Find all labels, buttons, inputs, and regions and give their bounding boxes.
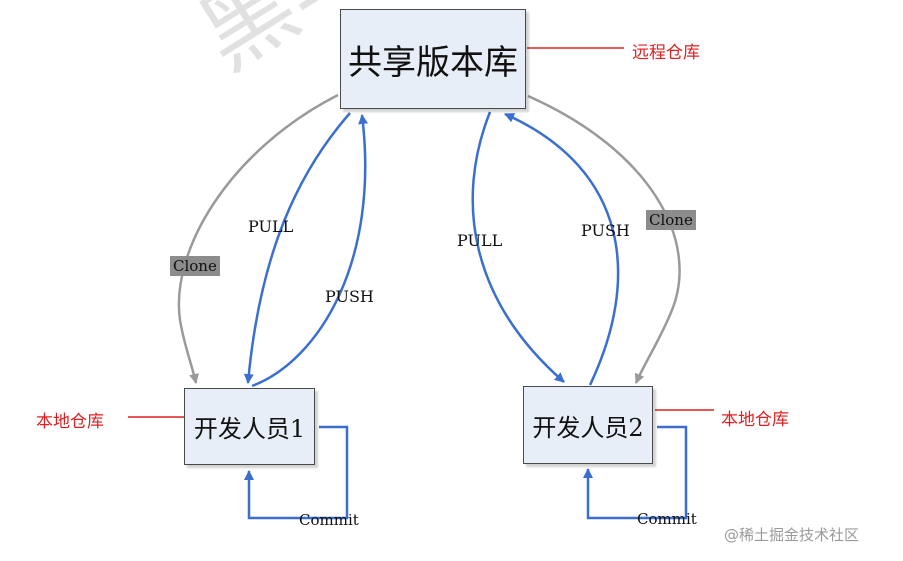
- pull-arrow-right: [471, 111, 565, 383]
- push-label-left: PUSH: [325, 287, 374, 306]
- clone-arrow-right: [527, 94, 681, 384]
- source-credit: @稀土掘金技术社区: [724, 526, 860, 544]
- remote-repo-annotation: 远程仓库: [632, 43, 700, 63]
- push-arrow-right: [504, 112, 620, 386]
- clone-label-left: Clone: [170, 256, 220, 276]
- shared-repository-node: 共享版本库: [340, 9, 526, 109]
- commit-loop-right: [583, 425, 688, 520]
- clone-arrow-left: [177, 93, 339, 384]
- pull-arrow-left: [243, 112, 351, 384]
- commit-label-left: Commit: [299, 511, 359, 529]
- push-arrow-left: [251, 114, 369, 388]
- commit-label-right: Commit: [637, 510, 697, 528]
- clone-label-right: Clone: [646, 210, 696, 230]
- developer-2-node: 开发人员2: [523, 386, 653, 464]
- local-repo-annotation-right: 本地仓库: [721, 410, 789, 430]
- push-label-right: PUSH: [581, 221, 630, 240]
- local-repo-annotation-left: 本地仓库: [36, 412, 104, 432]
- pull-label-right: PULL: [457, 231, 503, 250]
- pull-label-left: PULL: [248, 217, 294, 236]
- commit-loop-left: [244, 425, 349, 520]
- developer-1-node: 开发人员1: [184, 388, 315, 465]
